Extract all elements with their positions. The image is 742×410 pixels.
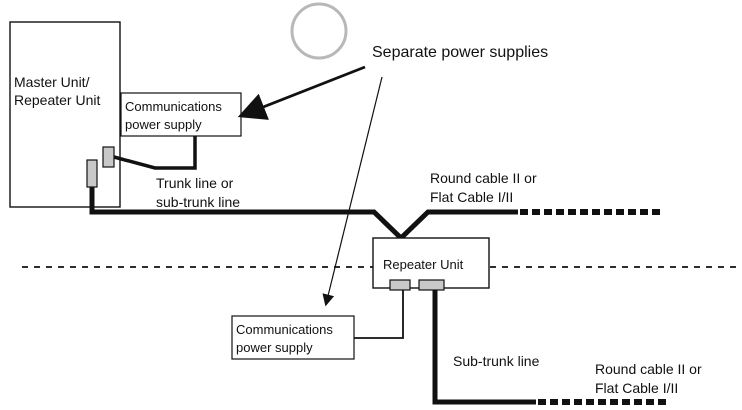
master-unit-label: Master Unit/ Repeater Unit [14, 74, 100, 108]
master-unit-group: Master Unit/ Repeater Unit [9, 21, 121, 208]
lower-cable-label-line-2: Flat Cable I/II [595, 380, 678, 396]
arrow-to-master-power-supply [237, 65, 366, 120]
master-unit-label-line-2: Repeater Unit [14, 92, 100, 108]
arrow-to-lower-power-supply [322, 76, 383, 307]
lower-power-supply-label-line-1: Communications [236, 322, 333, 337]
master-communications-power-supply-label: Communications power supply [125, 99, 225, 132]
master-power-supply-group: Communications power supply [113, 92, 242, 170]
sub-trunk-line-group: Sub-trunk line Round cable II or Flat Ca… [432, 290, 706, 405]
repeater-unit-group: Repeater Unit [372, 237, 490, 291]
lower-power-wire [354, 290, 404, 339]
sub-trunk-line-cable [432, 290, 536, 405]
master-power-connector [102, 146, 115, 168]
repeater-unit-label: Repeater Unit [383, 257, 464, 272]
lower-communications-power-supply-box [231, 315, 355, 360]
master-communications-power-supply-box [120, 92, 242, 137]
trunk-line-label: Trunk line or sub-trunk line [156, 175, 240, 210]
trunk-line-label-line-1: Trunk line or [156, 175, 234, 191]
sub-trunk-line-label: Sub-trunk line [453, 353, 540, 369]
lower-communications-power-supply-label: Communications power supply [236, 322, 336, 355]
upper-cable-label-line-1: Round cable II or [430, 170, 537, 186]
lower-cable-label-line-1: Round cable II or [595, 361, 702, 377]
repeater-power-connector [389, 279, 411, 291]
master-power-supply-label-line-2: power supply [125, 117, 202, 132]
repeater-sub-trunk-connector [418, 279, 445, 291]
trunk-line-label-line-2: sub-trunk line [156, 194, 240, 210]
trunk-line-group: Trunk line or sub-trunk line Round cable… [89, 170, 662, 242]
separate-power-supplies-group: Separate power supplies [237, 2, 548, 307]
lower-power-supply-label-line-2: power supply [236, 340, 313, 355]
trunk-line-cable [89, 187, 518, 242]
upper-cable-label: Round cable II or Flat Cable I/II [430, 170, 541, 205]
master-power-wire [113, 136, 197, 170]
separate-power-supplies-circle [290, 2, 348, 60]
lower-cable-label: Round cable II or Flat Cable I/II [595, 361, 706, 396]
master-repeater-unit-box [9, 21, 121, 208]
master-power-supply-label-line-1: Communications [125, 99, 222, 114]
master-trunk-connector [86, 159, 98, 188]
upper-cable-label-line-2: Flat Cable I/II [430, 189, 513, 205]
lower-power-supply-group: Communications power supply [231, 290, 404, 360]
separate-power-supplies-label: Separate power supplies [372, 44, 548, 61]
master-unit-label-line-1: Master Unit/ [14, 74, 90, 90]
